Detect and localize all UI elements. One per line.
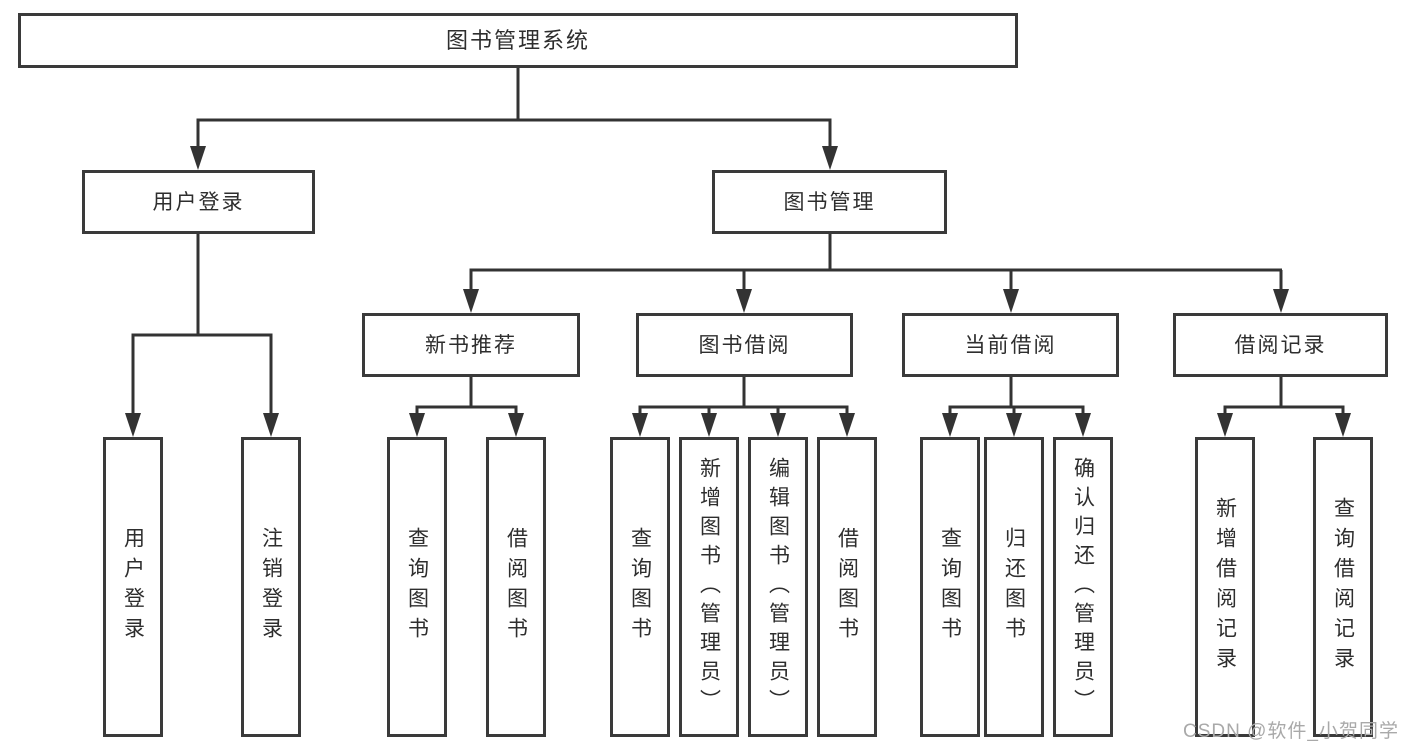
node-user-login: 用户登录	[82, 170, 315, 234]
leaf-confirm-return-admin-label: 确认归还（管理员）	[1071, 456, 1095, 718]
csdn-watermark: CSDN @软件_小贺同学	[1183, 721, 1399, 742]
node-new-book-recommend-label: 新书推荐	[425, 333, 517, 357]
node-new-book-recommend: 新书推荐	[362, 313, 580, 377]
connector-book-management-to-level3	[463, 234, 1289, 313]
node-current-borrow: 当前借阅	[902, 313, 1119, 377]
leaf-return-book-label: 归还图书	[1002, 527, 1026, 647]
node-book-borrow-label: 图书借阅	[698, 333, 791, 357]
leaf-edit-book-admin-label: 编辑图书（管理员）	[766, 456, 790, 718]
leaf-add-book-admin-label: 新增图书（管理员）	[697, 456, 721, 718]
connector-current-borrow-to-leaves	[942, 377, 1091, 437]
leaf-query-books-borrow-label: 查询图书	[628, 527, 652, 647]
leaf-query-books-recommend-label: 查询图书	[405, 527, 429, 647]
node-library-management-system-label: 图书管理系统	[445, 27, 590, 53]
leaf-borrow-books-label: 借阅图书	[835, 527, 859, 647]
leaf-query-books-recommend: 查询图书	[387, 437, 447, 737]
leaf-borrow-books: 借阅图书	[817, 437, 877, 737]
connector-book-borrow-to-leaves	[632, 377, 855, 437]
leaf-logout: 注销登录	[241, 437, 301, 737]
leaf-edit-book-admin: 编辑图书（管理员）	[748, 437, 808, 737]
node-borrow-record: 借阅记录	[1173, 313, 1388, 377]
leaf-logout-label: 注销登录	[259, 527, 283, 647]
leaf-query-borrow-record-label: 查询借阅记录	[1331, 497, 1355, 677]
leaf-query-books-current-label: 查询图书	[938, 527, 962, 647]
leaf-query-borrow-record: 查询借阅记录	[1313, 437, 1373, 737]
leaf-borrow-books-recommend-label: 借阅图书	[504, 527, 528, 647]
node-current-borrow-label: 当前借阅	[964, 333, 1057, 357]
leaf-user-login-label: 用户登录	[121, 527, 145, 647]
leaf-confirm-return-admin: 确认归还（管理员）	[1053, 437, 1113, 737]
node-library-management-system: 图书管理系统	[18, 13, 1018, 68]
node-book-management: 图书管理	[712, 170, 947, 234]
connector-borrow-record-to-leaves	[1217, 377, 1351, 437]
node-book-management-label: 图书管理	[783, 190, 876, 214]
node-borrow-record-label: 借阅记录	[1234, 333, 1327, 357]
leaf-query-books-current: 查询图书	[920, 437, 980, 737]
node-book-borrow: 图书借阅	[636, 313, 853, 377]
connector-user-login-to-leaves	[125, 234, 279, 437]
leaf-add-borrow-record-label: 新增借阅记录	[1213, 497, 1237, 677]
connector-new-book-recommend-to-leaves	[409, 377, 524, 437]
leaf-borrow-books-recommend: 借阅图书	[486, 437, 546, 737]
leaf-query-books-borrow: 查询图书	[610, 437, 670, 737]
leaf-add-borrow-record: 新增借阅记录	[1195, 437, 1255, 737]
leaf-user-login: 用户登录	[103, 437, 163, 737]
leaf-return-book: 归还图书	[984, 437, 1044, 737]
leaf-add-book-admin: 新增图书（管理员）	[679, 437, 739, 737]
node-user-login-label: 用户登录	[152, 190, 245, 214]
connector-root-to-level2	[190, 68, 838, 170]
